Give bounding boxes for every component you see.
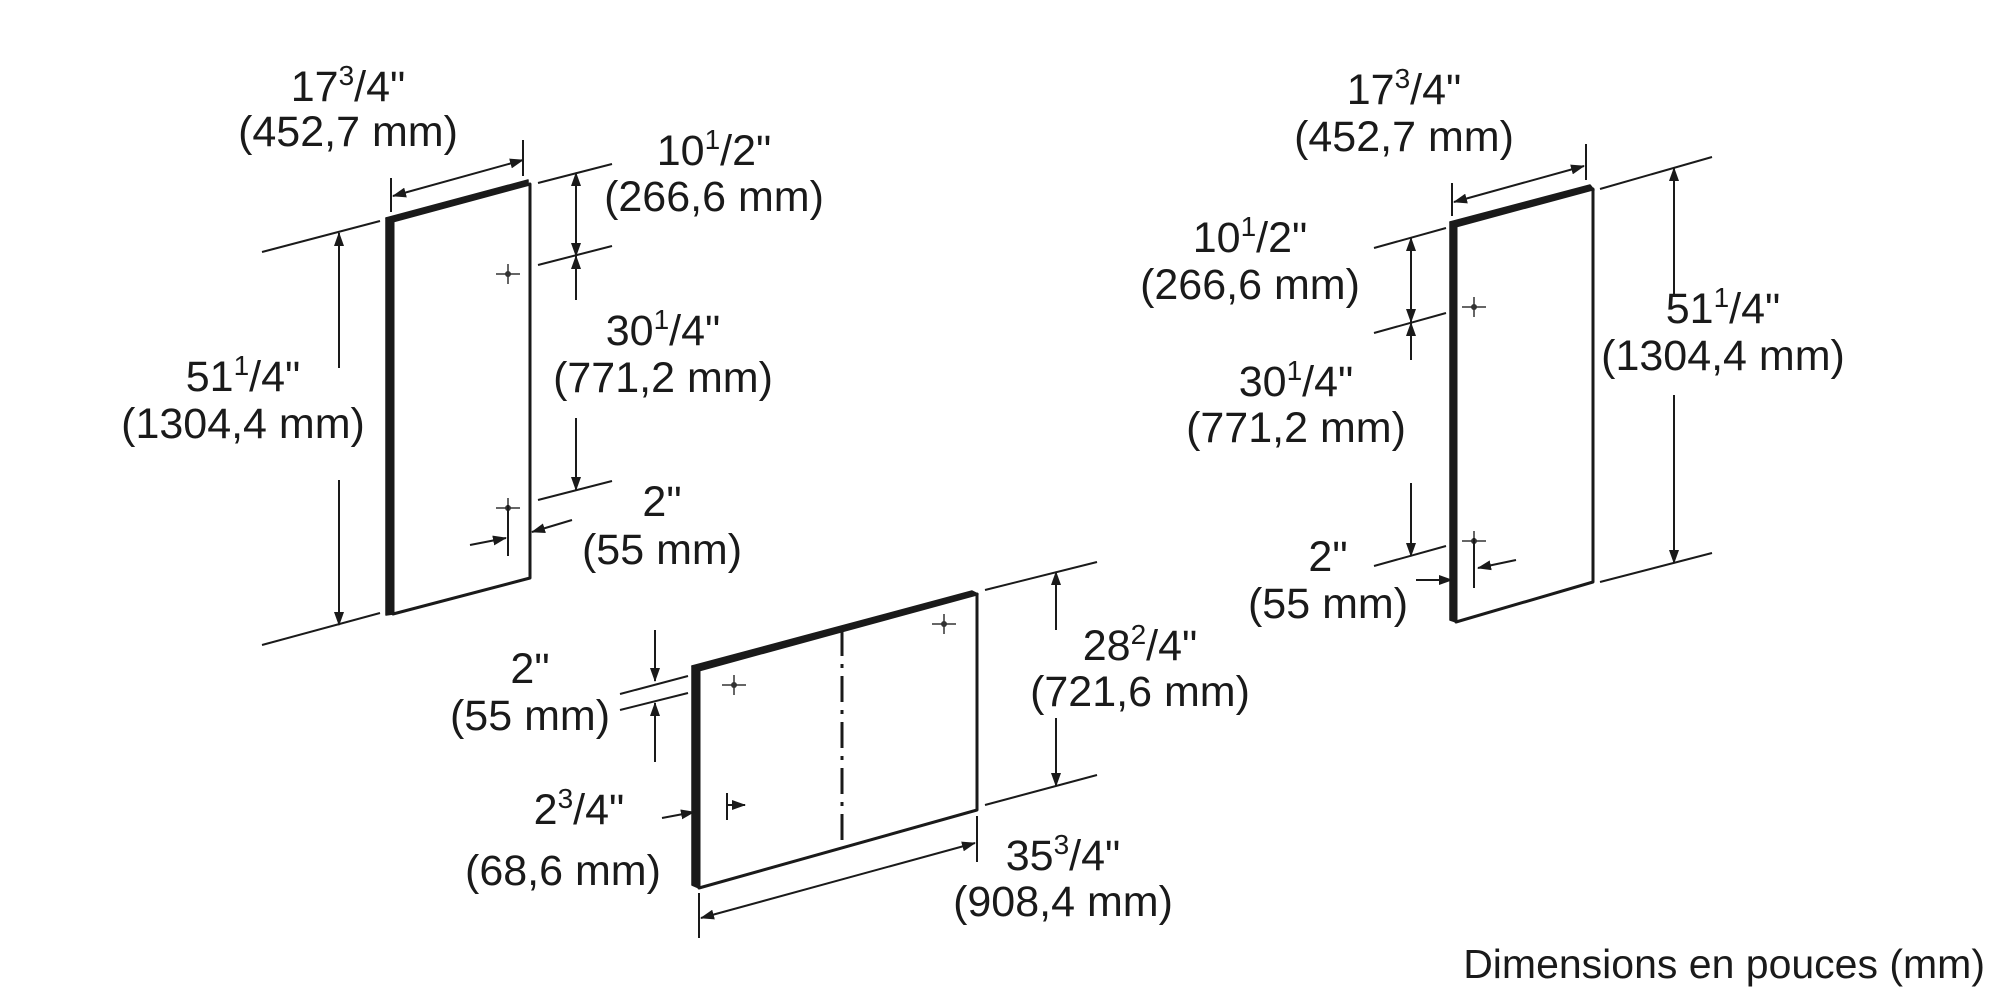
dim-label-bottom-height: 282/4" xyxy=(1083,619,1198,670)
panel-right-face xyxy=(1454,187,1595,624)
dim-label-left-height: 511/4" xyxy=(186,350,301,401)
dim-label-right-side-offset-mm: (55 mm) xyxy=(1248,580,1408,628)
dimension-line xyxy=(392,158,524,198)
hole-marker xyxy=(1462,297,1486,317)
dim-label-right-hole-spacing-mm: (771,2 mm) xyxy=(1186,404,1406,452)
dim-label-left-height-mm: (1304,4 mm) xyxy=(121,400,365,448)
dim-label-bottom-height-mm: (721,6 mm) xyxy=(1030,668,1250,716)
panel-bottom-face xyxy=(697,592,979,890)
dim-label-bottom-width: 353/4" xyxy=(1006,829,1121,880)
dim-label-right-width: 173/4" xyxy=(1347,63,1462,114)
dim-label-left-hole-spacing: 301/4" xyxy=(606,304,721,355)
dim-label-bottom-width-mm: (908,4 mm) xyxy=(953,878,1173,926)
panel-right: 173/4" (452,7 mm) 101/2" (266,6 mm) 301/… xyxy=(1140,63,1845,628)
dim-label-right-width-mm: (452,7 mm) xyxy=(1294,113,1514,161)
dim-label-bottom-side-offset: 23/4" xyxy=(534,783,625,834)
dim-label-left-width-mm: (452,7 mm) xyxy=(238,108,458,156)
hole-marker xyxy=(932,614,956,634)
panel-bottom: 2" (55 mm) 23/4" (68,6 mm) 282/4" (721,6… xyxy=(450,561,1250,938)
dimension-line xyxy=(661,809,695,820)
dim-label-left-top-offset: 101/2" xyxy=(657,124,772,175)
hole-marker xyxy=(722,675,746,695)
dim-label-bottom-top-offset-mm: (55 mm) xyxy=(450,692,610,740)
dimension-line xyxy=(700,841,976,920)
dim-label-left-top-offset-mm: (266,6 mm) xyxy=(604,173,824,221)
dim-label-left-hole-spacing-mm: (771,2 mm) xyxy=(553,354,773,402)
dim-label-left-side-offset-mm: (55 mm) xyxy=(582,526,742,574)
dim-label-right-side-offset: 2" xyxy=(1308,533,1347,581)
dimension-line xyxy=(1453,164,1585,204)
dim-label-right-top-offset: 101/2" xyxy=(1193,211,1308,262)
dim-label-right-height: 511/4" xyxy=(1666,282,1781,333)
dim-label-left-width: 173/4" xyxy=(291,60,406,111)
dim-label-right-height-mm: (1304,4 mm) xyxy=(1601,332,1845,380)
dim-label-right-hole-spacing: 301/4" xyxy=(1239,355,1354,406)
dim-label-bottom-top-offset: 2" xyxy=(510,645,549,693)
dimension-line xyxy=(469,535,507,546)
panel-left: 173/4" (452,7 mm) 101/2" (266,6 mm) 301/… xyxy=(121,60,824,646)
panel-left-face xyxy=(391,182,532,616)
dim-label-left-side-offset: 2" xyxy=(642,478,681,526)
dimension-line xyxy=(1477,559,1517,571)
dimension-line xyxy=(531,519,573,534)
dim-label-right-top-offset-mm: (266,6 mm) xyxy=(1140,261,1360,309)
hole-marker xyxy=(496,264,520,284)
dim-label-bottom-side-offset-mm: (68,6 mm) xyxy=(465,847,661,895)
caption: Dimensions en pouces (mm) xyxy=(1463,941,1985,987)
